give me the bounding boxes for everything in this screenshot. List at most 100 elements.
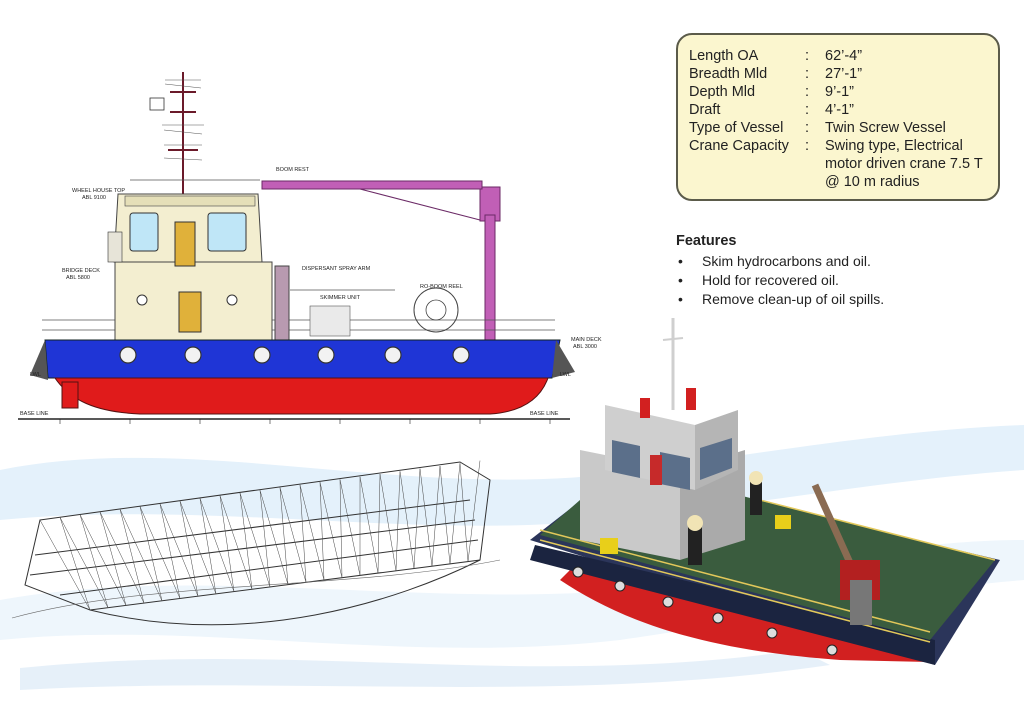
- label-wheel-house-top-abl: ABL 9100: [82, 195, 106, 201]
- spec-value: Swing type, Electrical motor driven cran…: [825, 138, 983, 190]
- wireframe-line: [395, 471, 401, 571]
- wireframe-line: [431, 465, 441, 567]
- features-section: Features • Skim hydrocarbons and oil. • …: [676, 233, 1006, 309]
- wireframe-line: [259, 490, 289, 585]
- spec-colon: :: [805, 120, 810, 136]
- wireframe-line: [467, 460, 481, 562]
- spec-colon: :: [805, 102, 810, 118]
- wireframe-line: [199, 498, 217, 594]
- spec-label: Length OA: [689, 48, 759, 64]
- wireframe-line: [259, 490, 271, 588]
- wireframe-line: [119, 509, 163, 601]
- wheelhouse: [107, 193, 273, 341]
- label-base-line-right: BASE LINE: [530, 411, 559, 417]
- bullet: •: [678, 253, 683, 269]
- wireframe-line: [379, 474, 397, 571]
- spec-row-draft: Draft : 4’-1”: [689, 101, 988, 119]
- wireframe-line: [139, 506, 163, 601]
- label-skimmer-unit: SKIMMER UNIT: [320, 295, 361, 301]
- spec-label: Depth Mld: [689, 84, 756, 100]
- spec-row-breadth-mld: Breadth Mld : 27’-1”: [689, 65, 988, 83]
- label-bridge-deck-abl: ABL 5800: [66, 275, 90, 281]
- wireframe-line: [279, 487, 289, 585]
- label-wheel-house-top: WHEEL HOUSE TOP: [72, 188, 125, 194]
- wireframe-line: [39, 519, 91, 611]
- spec-row-depth-mld: Depth Mld : 9’-1”: [689, 83, 988, 101]
- feature-text: Skim hydrocarbons and oil.: [702, 253, 871, 269]
- spec-row-length-oa: Length OA : 62’-4”: [689, 47, 988, 65]
- feature-item: • Remove clean-up of oil spills.: [676, 290, 1006, 309]
- wireframe-line: [79, 514, 109, 608]
- wireframe-line: [339, 479, 343, 578]
- spec-value: 27’-1”: [825, 66, 863, 82]
- wireframe-line: [99, 511, 145, 604]
- label-base-line-left: BASE LINE: [20, 411, 49, 417]
- wireframe-line: [299, 484, 307, 583]
- feature-text: Hold for recovered oil.: [702, 272, 839, 288]
- wireframe-line: [79, 514, 127, 606]
- label-main-deck-abl: ABL 3000: [573, 344, 597, 350]
- spec-colon: :: [805, 66, 810, 82]
- label-dispersant-spray-arm: DISPERSANT SPRAY ARM: [302, 266, 371, 272]
- feature-item: • Skim hydrocarbons and oil.: [676, 252, 1006, 271]
- label-lwl-left: LWL: [30, 372, 41, 378]
- wireframe-line: [439, 465, 451, 565]
- wireframe-line: [99, 511, 127, 606]
- wireframe-line: [279, 487, 307, 583]
- label-bridge-deck: BRIDGE DECK: [62, 268, 100, 274]
- spec-value: Twin Screw Vessel: [825, 120, 946, 136]
- label-main-deck: MAIN DECK: [571, 337, 602, 343]
- spec-value: 9’-1”: [825, 84, 855, 100]
- spec-row-crane-capacity: Crane Capacity : Swing type, Electrical …: [689, 137, 988, 191]
- specifications-panel: Length OA : 62’-4” Breadth Mld : 27’-1” …: [676, 33, 1000, 201]
- spec-colon: :: [805, 138, 810, 154]
- spec-label: Type of Vessel: [689, 120, 784, 136]
- bullet: •: [678, 272, 683, 288]
- wireframe-line: [239, 492, 253, 590]
- feature-text: Remove clean-up of oil spills.: [702, 291, 885, 307]
- spec-value: 62’-4”: [825, 48, 863, 64]
- wireframe-line: [299, 484, 325, 581]
- wireframe-line: [359, 476, 379, 574]
- features-heading: Features: [676, 233, 737, 249]
- wireframe-line: [139, 506, 181, 599]
- spec-row-type-of-vessel: Type of Vessel : Twin Screw Vessel: [689, 119, 988, 137]
- label-ro-boom-reel: RO-BOOM REEL: [420, 284, 463, 290]
- wireframe-line: [199, 498, 235, 592]
- spec-colon: :: [805, 48, 810, 64]
- wireframe-line: [413, 468, 421, 569]
- wireframe-line: [179, 501, 199, 597]
- label-lwl-right: LWL: [560, 372, 571, 378]
- wireframe-line: [239, 492, 271, 588]
- wireframe-line: [219, 495, 235, 592]
- label-boom-rest: BOOM REST: [276, 167, 310, 173]
- spec-label: Breadth Mld: [689, 66, 768, 82]
- wireframe-line: [449, 463, 461, 565]
- wireframe-line: [399, 471, 415, 569]
- wireframe-line: [219, 495, 253, 590]
- wireframe-line: [319, 482, 325, 581]
- feature-item: • Hold for recovered oil.: [676, 271, 1006, 290]
- wireframe-line: [179, 501, 217, 594]
- wireframe-line: [339, 479, 361, 576]
- crane: [261, 180, 501, 341]
- wireframe-line: [159, 503, 181, 599]
- wireframe-line: [377, 474, 381, 574]
- wireframe-line: [459, 463, 469, 562]
- spec-value: 4’-1”: [825, 102, 855, 118]
- mast: [168, 72, 198, 195]
- spec-label: Crane Capacity: [689, 138, 789, 154]
- wireframe-line: [59, 517, 91, 611]
- wireframe-line: [159, 503, 199, 597]
- bullet: •: [678, 291, 683, 307]
- wireframe-line: [59, 517, 109, 608]
- wireframe-line: [419, 468, 433, 567]
- spec-colon: :: [805, 84, 810, 100]
- spec-label: Draft: [689, 102, 721, 118]
- wireframe-line: [319, 482, 343, 578]
- wireframe-line: [119, 509, 145, 604]
